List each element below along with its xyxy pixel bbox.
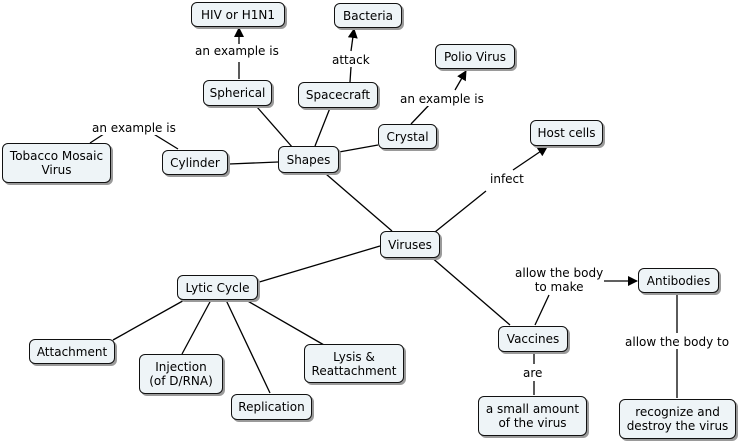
link-lytic-injection [181, 299, 212, 355]
link-shapes-spherical [256, 106, 294, 149]
link-lytic-replication [225, 299, 271, 394]
link-spacecraft-attack [349, 66, 352, 83]
node-hiv[interactable]: HIV or H1N1 [191, 2, 285, 27]
label-ex-hiv: an example is [194, 44, 280, 58]
node-tobacco[interactable]: Tobacco Mosaic Virus [2, 143, 111, 183]
link-shapes-crystal [338, 144, 379, 153]
node-shapes[interactable]: Shapes [278, 146, 339, 173]
label-allow-to: allow the body to [624, 335, 731, 349]
node-lysis[interactable]: Lysis & Reattachment [304, 344, 404, 383]
node-attachment[interactable]: Attachment [29, 339, 115, 364]
node-host[interactable]: Host cells [530, 120, 603, 146]
node-crystal[interactable]: Crystal [378, 124, 437, 149]
link-infect-host [512, 146, 548, 171]
link-cylinder-label [151, 132, 179, 150]
link-viruses-infect [434, 190, 487, 233]
node-cylinder[interactable]: Cylinder [162, 150, 228, 175]
node-antibodies[interactable]: Antibodies [638, 268, 719, 293]
label-ex-polio: an example is [399, 92, 485, 106]
node-replication[interactable]: Replication [231, 394, 312, 420]
node-bacteria[interactable]: Bacteria [334, 3, 402, 28]
node-spherical[interactable]: Spherical [203, 80, 272, 106]
link-viruses-shapes [325, 173, 393, 232]
node-vaccines[interactable]: Vaccines [498, 326, 568, 352]
label-attack: attack [331, 53, 371, 67]
link-shapes-spacecraft [314, 107, 331, 147]
label-are: are [522, 366, 544, 380]
node-spacecraft[interactable]: Spacecraft [298, 82, 378, 108]
link-attack-bacteria [347, 28, 358, 52]
node-lytic[interactable]: Lytic Cycle [177, 275, 258, 300]
label-ex-tobacco: an example is [91, 121, 177, 135]
link-viruses-vaccines [429, 255, 511, 326]
link-shapes-cylinder [228, 161, 279, 165]
node-viruses[interactable]: Viruses [380, 231, 440, 258]
link-viruses-lytic [255, 245, 381, 284]
label-allow-make: allow the body to make [514, 266, 605, 294]
link-crystal-label [410, 103, 431, 125]
link-label-polio [454, 70, 467, 91]
node-small-amount[interactable]: a small amount of the virus [478, 396, 587, 436]
link-vaccines-label [534, 294, 550, 326]
link-lytic-lysis [245, 299, 325, 346]
label-infect: infect [489, 172, 525, 186]
node-recognize[interactable]: recognize and destroy the virus [619, 399, 736, 439]
node-polio[interactable]: Polio Virus [435, 44, 515, 69]
node-injection[interactable]: Injection (of D/RNA) [139, 354, 223, 394]
link-lytic-attachment [112, 297, 189, 341]
